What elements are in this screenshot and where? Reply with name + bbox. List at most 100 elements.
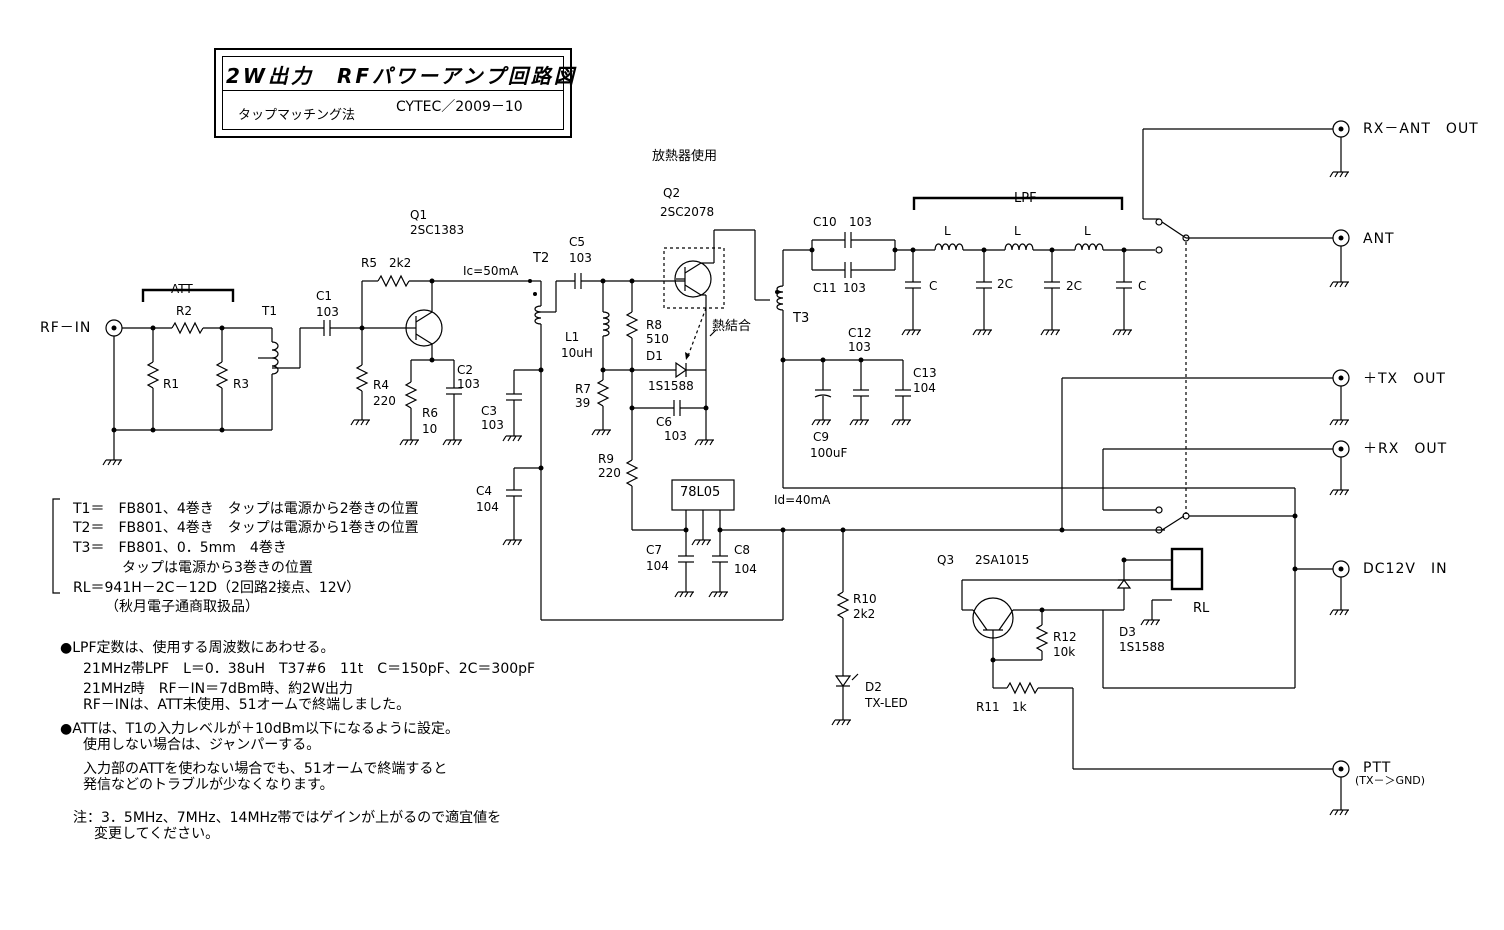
r8-label: R8 xyxy=(646,318,662,332)
q3-part: 2SA1015 xyxy=(975,553,1030,567)
lpf-c1-label: C xyxy=(929,279,938,293)
l1-label: L1 xyxy=(565,330,580,344)
lpf-c2-label: 2C xyxy=(997,277,1014,291)
design-note: 発信などのトラブルが少なくなります。 xyxy=(83,777,334,793)
c11-label: C11 xyxy=(813,281,837,295)
c5-label: C5 xyxy=(569,235,586,249)
c4-value: 104 xyxy=(476,500,499,514)
c13-value: 104 xyxy=(913,381,936,395)
q1-label: Q1 xyxy=(410,208,428,222)
c5-value: 103 xyxy=(569,251,592,265)
c7-label: C7 xyxy=(646,543,663,557)
lpf-l2-label: L xyxy=(1014,224,1021,238)
c3-label: C3 xyxy=(481,404,498,418)
c7-value: 104 xyxy=(646,559,669,573)
title-block: 2W出力 RFパワーアンプ回路図 タップマッチング法 CYTEC／2009－10 xyxy=(214,48,574,138)
c6-value: 103 xyxy=(664,429,687,443)
lpf-c4-label: C xyxy=(1138,279,1147,293)
r4-value: 220 xyxy=(373,394,396,408)
r1-label: R1 xyxy=(163,377,179,391)
id-current: Id=40mA xyxy=(774,493,831,507)
design-note: ●LPF定数は、使用する周波数にあわせる。 xyxy=(60,640,335,656)
d3-part: 1S1588 xyxy=(1119,640,1165,654)
method-label: タップマッチング法 xyxy=(238,108,356,123)
design-note: RF－INは、ATT未使用、51オームで終端しました。 xyxy=(83,697,411,713)
c1-value: 103 xyxy=(316,305,339,319)
page-title: 2W出力 RFパワーアンプ回路図 xyxy=(226,64,577,88)
r10-label: R10 xyxy=(853,592,877,606)
c6-label: C6 xyxy=(656,415,673,429)
heatsink-note: 放熱器使用 xyxy=(652,149,718,164)
winding-note: タップは電源から3巻きの位置 xyxy=(122,560,313,576)
c8-value: 104 xyxy=(734,562,757,576)
lpf-l3-label: L xyxy=(1084,224,1091,238)
winding-bracket xyxy=(52,498,60,594)
att-label: ATT xyxy=(171,282,193,296)
relay-label: RL xyxy=(1193,601,1210,616)
winding-note: （秋月電子通商取扱品） xyxy=(105,599,259,615)
d3-label: D3 xyxy=(1119,625,1136,639)
c10-value: 103 xyxy=(849,215,872,229)
design-note: ●ATTは、T1の入力レベルが＋10dBm以下になるように設定。 xyxy=(60,721,459,737)
r10-value: 2k2 xyxy=(853,607,876,621)
r5-value: 2k2 xyxy=(389,256,412,270)
port-rf-in: RF－IN xyxy=(40,320,92,336)
winding-note: T2＝ FB801、4巻き タップは電源から1巻きの位置 xyxy=(73,520,419,536)
design-note: 入力部のATTを使わない場合でも、51オームで終端すると xyxy=(83,761,448,777)
c12-value: 103 xyxy=(848,340,871,354)
design-note: 使用しない場合は、ジャンパーする。 xyxy=(83,737,321,753)
q2-part: 2SC2078 xyxy=(660,205,715,219)
l1-value: 10uH xyxy=(561,346,593,360)
r7-value: 39 xyxy=(575,396,591,410)
winding-note: RL＝941H－2C－12D（2回路2接点、12V） xyxy=(73,580,361,596)
author-label: CYTEC／2009－10 xyxy=(396,99,523,115)
d1-part: 1S1588 xyxy=(648,379,694,393)
c2-label: C2 xyxy=(457,363,474,377)
design-note: 21MHz時 RF－IN＝7dBm時、約2W出力 xyxy=(83,681,353,697)
r12-value: 10k xyxy=(1053,645,1076,659)
winding-note: T1＝ FB801、4巻き タップは電源から2巻きの位置 xyxy=(73,501,419,517)
r5-label: R5 xyxy=(361,256,377,270)
lpf-c3-label: 2C xyxy=(1066,279,1083,293)
c12-label: C12 xyxy=(848,326,872,340)
port-ptt-note: (TX－＞GND) xyxy=(1355,774,1426,787)
port-rx-out: ＋RX OUT xyxy=(1363,441,1448,457)
c2-value: 103 xyxy=(457,377,480,391)
ic-current: Ic=50mA xyxy=(463,264,519,278)
c13-label: C13 xyxy=(913,366,937,380)
port-ptt: PTT xyxy=(1363,760,1392,776)
q1-part: 2SC1383 xyxy=(410,223,465,237)
c8-label: C8 xyxy=(734,543,751,557)
r4-label: R4 xyxy=(373,378,389,392)
design-note: 変更してください。 xyxy=(94,826,220,842)
r7-label: R7 xyxy=(575,382,591,396)
c9-label: C9 xyxy=(813,430,830,444)
q3-label: Q3 xyxy=(937,553,955,567)
thermal-coupling-note: 熱結合 xyxy=(712,319,752,334)
d1-label: D1 xyxy=(646,349,663,363)
r8-value: 510 xyxy=(646,332,669,346)
c3-value: 103 xyxy=(481,418,504,432)
r12-label: R12 xyxy=(1053,630,1077,644)
c1-label: C1 xyxy=(316,289,333,303)
r11-value: 1k xyxy=(1012,700,1027,714)
r11-label: R11 xyxy=(976,700,1000,714)
port-tx-out: ＋TX OUT xyxy=(1363,371,1446,387)
port-ant: ANT xyxy=(1363,231,1395,247)
r3-label: R3 xyxy=(233,377,249,391)
r6-label: R6 xyxy=(422,406,438,420)
t2-label: T2 xyxy=(533,251,550,266)
t1-label: T1 xyxy=(262,304,277,318)
regulator-label: 78L05 xyxy=(680,485,721,500)
r2-label: R2 xyxy=(176,304,192,318)
winding-note: T3＝ FB801、0．5mm 4巻き xyxy=(73,540,287,556)
lpf-l1-label: L xyxy=(944,224,951,238)
r6-value: 10 xyxy=(422,422,438,436)
c9-value: 100uF xyxy=(810,446,848,460)
r9-label: R9 xyxy=(598,452,614,466)
design-note: 注：3．5MHz、7MHz、14MHz帯ではゲインが上がるので適宜値を xyxy=(73,810,502,826)
r9-value: 220 xyxy=(598,466,621,480)
q2-label: Q2 xyxy=(663,186,681,200)
